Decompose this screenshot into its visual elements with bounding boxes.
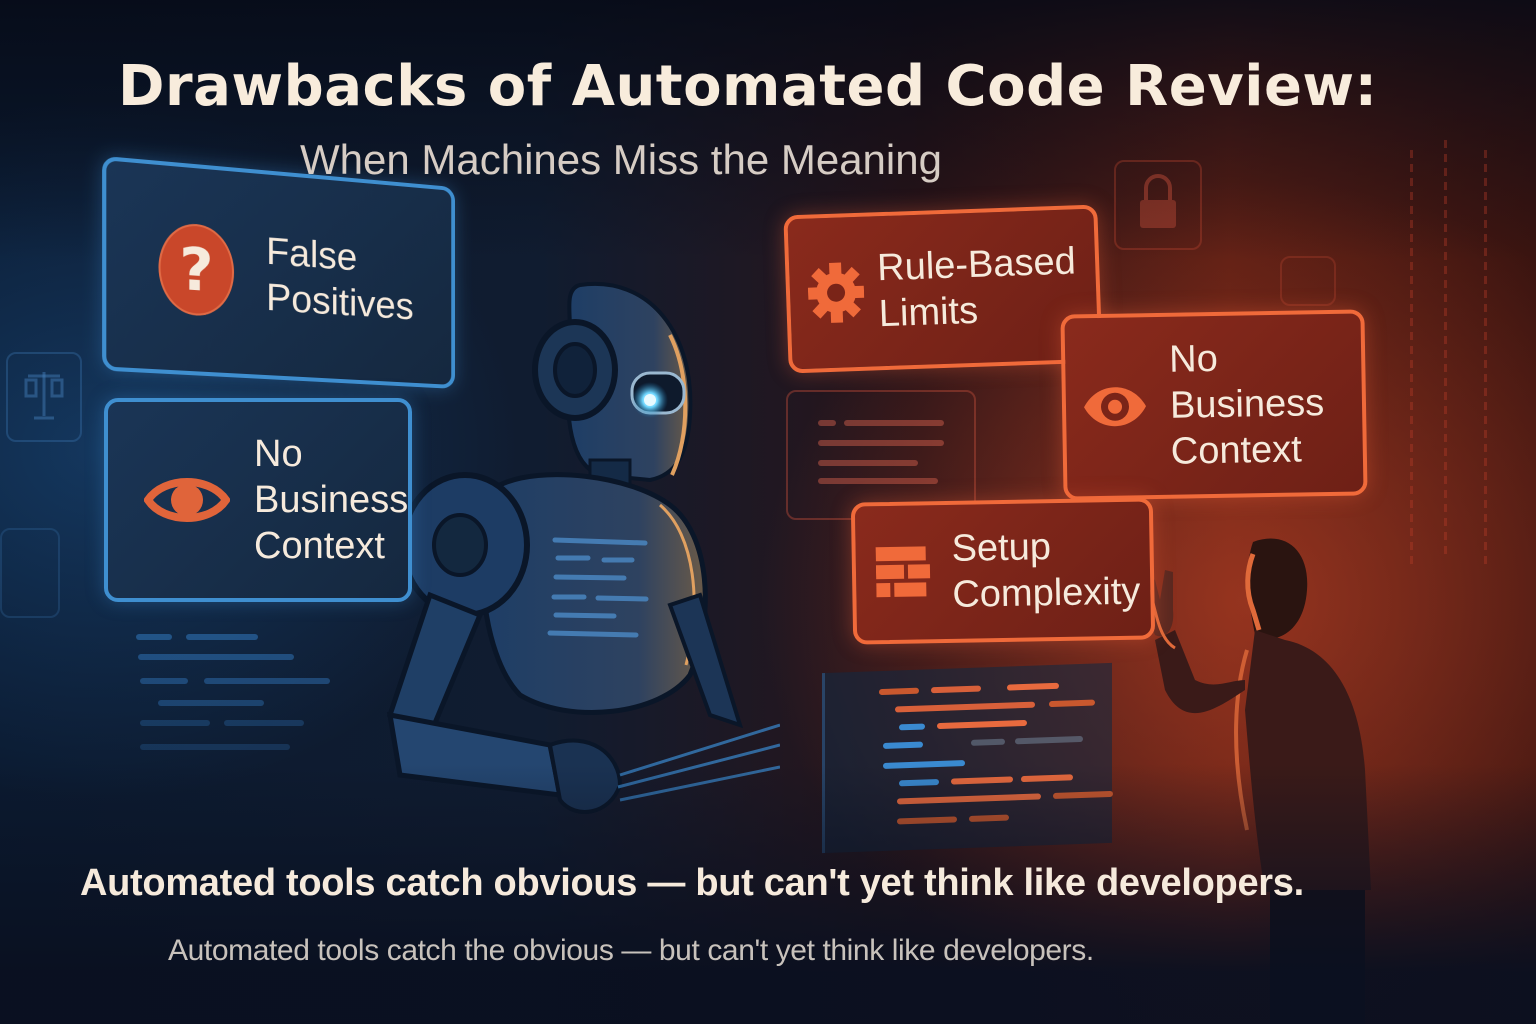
card-label: No Business Context — [1168, 337, 1325, 473]
bg-panel — [1280, 256, 1336, 306]
page-title: Drawbacks of Automated Code Review: — [118, 54, 1378, 119]
tagline: Automated tools catch obvious — but can'… — [80, 862, 1304, 904]
card-label: No Business Context — [254, 433, 409, 567]
page-subtitle: When Machines Miss the Meaning — [300, 136, 942, 183]
card-no-business-context-left: No Business Context — [104, 398, 412, 602]
scales-icon-panel — [6, 352, 82, 442]
card-no-business-context-right: No Business Context — [1060, 309, 1368, 501]
tagline-secondary: Automated tools catch the obvious — but … — [168, 934, 1094, 967]
eye-icon — [144, 478, 230, 522]
bottom-shade — [0, 764, 1536, 1024]
robot-illustration — [386, 281, 780, 814]
card-false-positives: ? False Positives — [102, 155, 455, 389]
code-panel-left — [0, 528, 60, 618]
card-rule-based-limits: Rule-Based Limits — [783, 204, 1103, 374]
scales-icon — [24, 372, 64, 420]
binary-stream — [1410, 150, 1413, 570]
card-label: False Positives — [266, 230, 414, 329]
question-icon: ? — [158, 221, 235, 318]
lock-icon-panel — [1114, 160, 1202, 250]
card-label: Rule-Based Limits — [876, 240, 1077, 336]
bricks-icon — [875, 546, 931, 598]
eye-icon — [1084, 387, 1147, 427]
binary-stream — [1484, 150, 1487, 570]
card-label: Setup Complexity — [951, 526, 1141, 616]
lock-icon — [1140, 174, 1176, 228]
gear-icon — [807, 262, 865, 323]
binary-stream — [1444, 140, 1447, 560]
card-setup-complexity: Setup Complexity — [850, 497, 1156, 645]
